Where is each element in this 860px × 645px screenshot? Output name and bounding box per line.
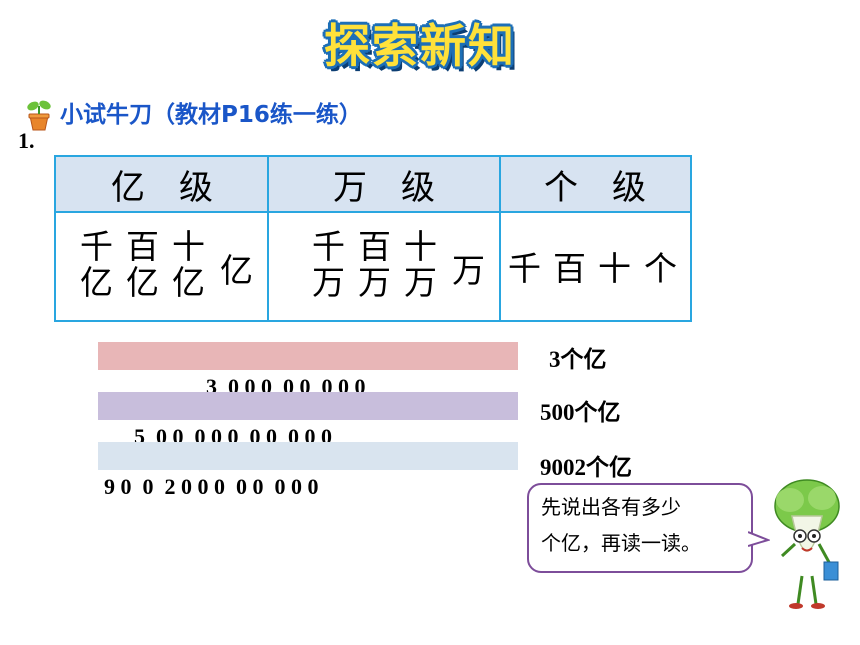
column-divider [267,157,269,320]
bubble-line-2: 个亿，再读一读。 [541,531,701,555]
unit-shi-yi: 十亿 [172,229,205,301]
question-number: 1. [18,128,35,153]
bar-label-1: 3个亿 [549,347,607,372]
bar-digits: 9 0 0 2 0 0 0 0 0 0 0 0 [104,474,319,499]
unit-bai-yi: 百亿 [126,229,159,301]
header-ge-level: 个 级 [500,157,690,213]
number-bar-1: 3 0 0 0 0 0 0 0 0 [98,342,518,399]
unit-yi: 亿 [220,251,253,290]
unit-char: 十亿 [172,227,205,302]
unit-bai: 百 [553,249,586,288]
sprout-pot-icon [27,100,51,131]
unit-char: 千万 [312,227,345,302]
section-subtitle: 小试牛刀（教材P16练一练） [60,102,362,128]
bubble-line-1: 先说出各有多少 [541,495,681,519]
bar-digits: 3 0 0 0 0 0 0 0 0 [206,374,366,399]
column-divider [499,157,501,320]
unit-ge: 个 [644,249,677,288]
header-wan-level: 万 级 [268,157,500,213]
cabbage-mascot-icon [774,479,840,609]
unit-shi: 十 [598,249,631,288]
page-title: 探索新知 [324,19,516,73]
bar-label-3: 9002个亿 [540,455,632,480]
unit-char: 千亿 [80,227,113,302]
unit-wan: 万 [452,251,485,290]
unit-char: 百亿 [126,227,159,302]
unit-qian: 千 [508,249,541,288]
speech-bubble: 先说出各有多少 个亿，再读一读。 [527,483,753,573]
unit-bai-wan: 百万 [358,229,391,301]
number-bar-3: 9 0 0 2 0 0 0 0 0 0 0 0 [98,442,518,499]
unit-shi-wan: 十万 [404,229,437,301]
unit-char: 十万 [404,227,437,302]
unit-qian-yi: 千亿 [80,229,113,301]
bubble-tail [748,531,770,547]
unit-qian-wan: 千万 [312,229,345,301]
bar-label-2: 500个亿 [540,400,621,425]
unit-char: 百万 [358,227,391,302]
bar-digits: 5 0 0 0 0 0 0 0 0 0 0 [134,424,332,449]
header-yi-level: 亿 级 [56,157,268,213]
number-bar-2: 5 0 0 0 0 0 0 0 0 0 0 [98,392,518,449]
place-value-table: 亿 级 万 级 个 级 千亿 百亿 十亿 亿 千万 百万 十万 万 千 百 十 … [54,155,692,322]
